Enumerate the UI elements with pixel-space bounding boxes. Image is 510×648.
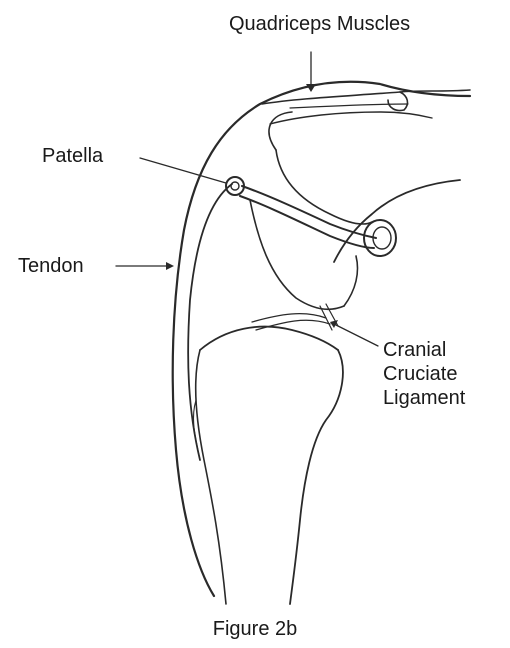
cranial-cruciate-ligament-label: Cranial Cruciate Ligament [383,338,465,410]
leader-ccl [334,324,378,346]
quadriceps-muscle [262,90,470,104]
tibia [200,327,338,350]
patella-label: Patella [42,144,103,168]
tendon-inner-line [188,184,232,460]
figure-caption: Figure 2b [0,618,510,641]
tendon-label: Tendon [18,254,84,278]
quadriceps-label: Quadriceps Muscles [229,12,410,36]
ccl-line-3: Ligament [383,386,465,410]
leader-patella [140,158,226,183]
ccl-line-2: Cruciate [383,362,465,386]
ccl-line-1: Cranial [383,338,465,362]
femur [269,112,292,150]
